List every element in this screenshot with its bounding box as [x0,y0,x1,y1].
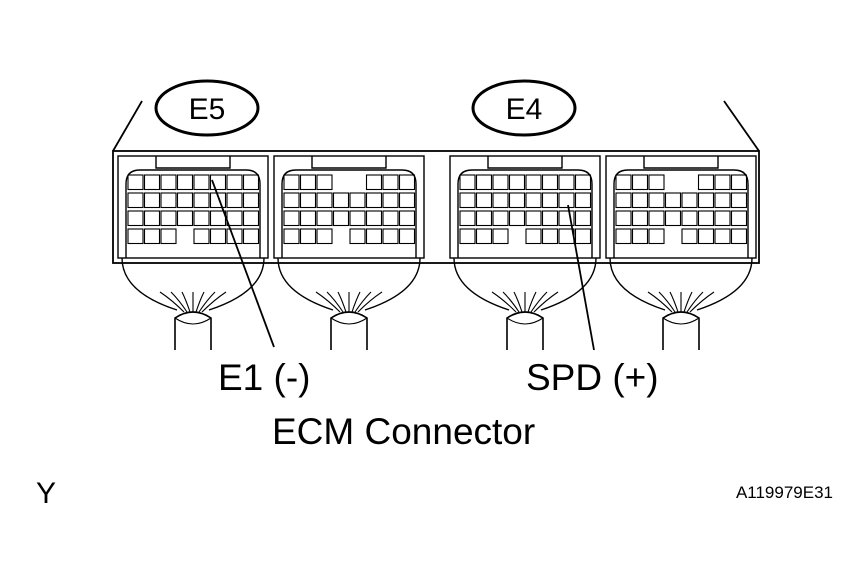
diagram-caption: ECM Connector [272,411,535,452]
connector-tag-e4: E4 [471,79,577,137]
e4-label: E4 [506,93,543,126]
connector-housing [112,150,760,264]
figure-id: A119979E31 [736,483,833,502]
connector-tag-e5: E5 [154,79,260,137]
connector-block [449,155,601,350]
spd-terminal-label: SPD (+) [526,357,659,398]
spd-leader-line [567,204,595,351]
e1-leader-line [211,179,275,348]
connector-block [605,155,757,350]
connector-block [117,155,269,350]
e1-terminal-label: E1 (-) [218,357,311,398]
e5-label: E5 [189,93,226,126]
footer-left-code: Y [36,477,56,510]
connector-block [273,155,425,350]
